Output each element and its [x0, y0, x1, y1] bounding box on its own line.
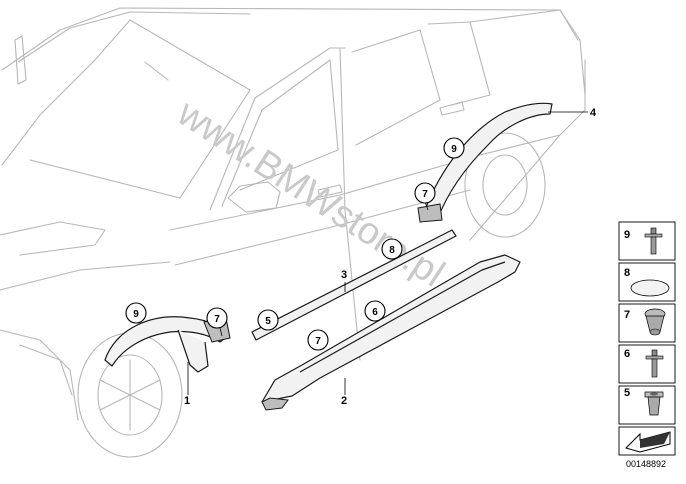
svg-text:7: 7 [214, 314, 220, 325]
svg-text:7: 7 [422, 189, 428, 200]
svg-text:8: 8 [624, 267, 630, 279]
sill-trim [261, 254, 521, 411]
svg-text:7: 7 [624, 309, 630, 321]
svg-text:9: 9 [624, 229, 630, 241]
bolt-clip-icon [645, 349, 664, 378]
svg-text:5: 5 [624, 387, 630, 399]
rear-wheel-arch-trim [417, 102, 553, 223]
circled-callout-5: 5 [257, 309, 279, 331]
callout-1: 1 [184, 395, 190, 407]
circled-callout-7-front: 7 [206, 307, 228, 329]
circled-callout-8: 8 [381, 238, 403, 260]
svg-text:9: 9 [133, 309, 139, 320]
circled-callout-9-front: 9 [125, 302, 147, 324]
callout-4: 4 [590, 107, 597, 119]
circled-callout-7-rear: 7 [414, 182, 436, 204]
svg-text:9: 9 [451, 144, 457, 155]
legend-tile-9: 9 [618, 221, 676, 261]
circled-callout-9-rear: 9 [443, 137, 465, 159]
push-clip-icon [644, 308, 666, 336]
svg-text:5: 5 [265, 316, 271, 327]
callout-2: 2 [341, 395, 347, 407]
circled-callout-6: 6 [364, 300, 386, 322]
svg-text:6: 6 [372, 307, 378, 318]
watermark: www.BMWstore.pl [169, 92, 451, 296]
fastener-legend: 9 8 7 6 [618, 221, 676, 469]
door-trim-strip [251, 229, 457, 341]
bolt-clip-icon [644, 227, 663, 255]
circled-callout-7-sill: 7 [307, 329, 329, 351]
svg-text:7: 7 [315, 336, 321, 347]
legend-tile-8: 8 [618, 262, 676, 302]
legend-tile-arrow [618, 426, 676, 456]
legend-tile-7: 7 [618, 303, 676, 343]
legend-tile-6: 6 [618, 344, 676, 384]
legend-tile-5: 5 [618, 385, 676, 425]
callout-3: 3 [341, 269, 347, 281]
svg-text:6: 6 [624, 348, 630, 360]
svg-text:8: 8 [389, 245, 395, 256]
diagram-code: 00148892 [626, 459, 666, 469]
front-wheel-arch-trim [104, 316, 231, 373]
grommet-nut-icon [644, 391, 664, 416]
round-pad-icon [630, 279, 670, 297]
